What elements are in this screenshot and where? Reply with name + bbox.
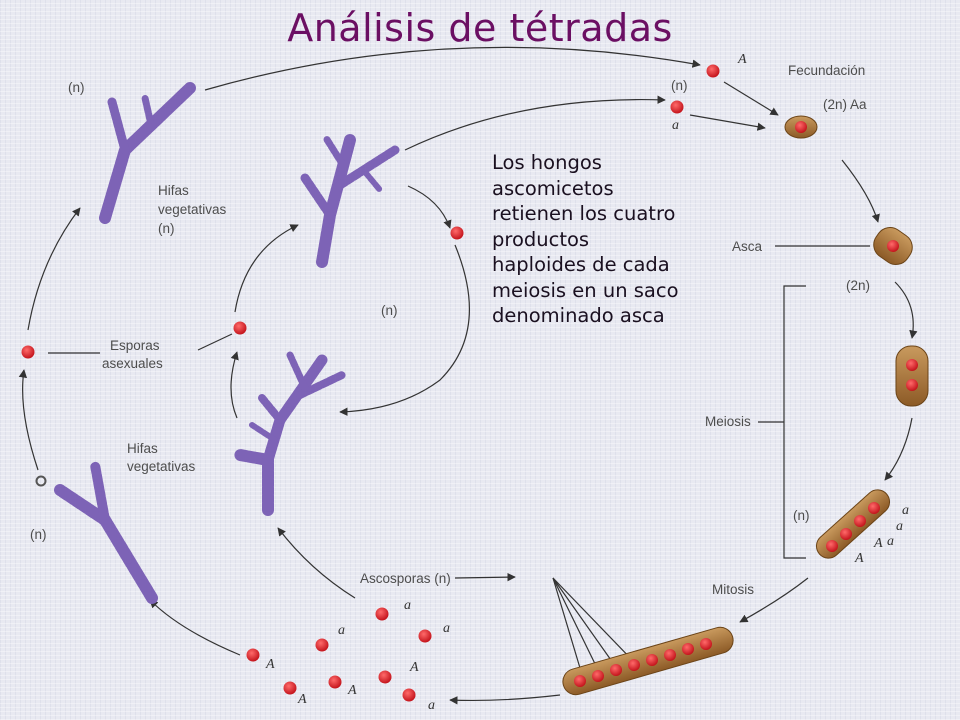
spore-dot xyxy=(450,226,464,240)
label-hifas-bottom: Hifas xyxy=(127,441,158,456)
zygote-ascus xyxy=(784,115,818,139)
spore-dot xyxy=(283,681,297,695)
arrow xyxy=(234,224,299,313)
description-line: meiosis en un saco xyxy=(492,278,679,302)
arrow xyxy=(230,351,239,419)
tetrad-ascus xyxy=(815,489,891,559)
label-n: (n) xyxy=(793,508,810,523)
label-n: (n) xyxy=(30,527,47,542)
description-text: Los hongos ascomicetos retienen los cuat… xyxy=(492,150,742,329)
allele-label: a xyxy=(896,519,903,534)
description-line: denominado asca xyxy=(492,304,665,327)
spores xyxy=(21,64,720,702)
arrows xyxy=(18,46,918,705)
meiosis-i-ascus xyxy=(895,345,929,407)
connector-lines xyxy=(48,245,870,679)
allele-label: a xyxy=(902,503,909,518)
allele-label: A xyxy=(347,683,357,698)
spore-dot xyxy=(670,100,684,114)
label-n: (n) xyxy=(381,303,398,318)
description-line: haploides de cada xyxy=(492,253,670,276)
arrow xyxy=(449,694,561,705)
label-2n: (2n) xyxy=(846,278,870,293)
label-n: (n) xyxy=(68,80,85,95)
spore-dot xyxy=(706,64,720,78)
allele-label: a xyxy=(672,118,679,133)
octad-ascus xyxy=(562,626,734,696)
spore-dot xyxy=(328,675,342,689)
description-line: productos xyxy=(492,227,590,251)
arrow xyxy=(454,572,516,582)
spore-dot xyxy=(233,321,247,335)
label-esporas: Esporas xyxy=(110,338,160,353)
label-ascosporas: Ascosporas (n) xyxy=(360,571,451,586)
spore-dot xyxy=(21,345,35,359)
spore-dot xyxy=(378,670,392,684)
label-fecundacion: Fecundación xyxy=(788,63,865,78)
allele-label: A xyxy=(737,52,747,67)
page-title: Análisis de tétradas xyxy=(287,6,673,50)
allele-label: A xyxy=(409,660,419,675)
label-mitosis: Mitosis xyxy=(712,582,754,597)
hypha-top-left xyxy=(99,82,196,224)
label-n: (n) xyxy=(671,78,688,93)
allele-label: A xyxy=(854,551,864,566)
spore-dot xyxy=(375,607,389,621)
allele-label: a xyxy=(443,621,450,636)
arrow xyxy=(149,599,241,656)
label-meiosis: Meiosis xyxy=(705,414,751,429)
label-hifas-top: vegetativas xyxy=(158,202,227,217)
hypha-bottom-left xyxy=(54,460,158,604)
spore-dot xyxy=(315,638,329,652)
label-esporas: asexuales xyxy=(102,356,163,371)
arrow xyxy=(723,81,779,116)
arrow xyxy=(884,417,913,481)
empty-spore-dot xyxy=(35,475,47,487)
spore-dot xyxy=(418,629,432,643)
allele-label: A xyxy=(265,657,275,672)
label-hifas-top: (n) xyxy=(158,221,175,236)
arrow xyxy=(407,185,452,229)
allele-label: a xyxy=(338,623,345,638)
arrow xyxy=(339,244,470,416)
arrow xyxy=(404,95,666,151)
allele-label: A xyxy=(297,692,307,707)
arrow xyxy=(841,159,880,223)
hypha-middle xyxy=(300,134,400,268)
young-ascus xyxy=(873,226,913,266)
arrow xyxy=(739,577,809,623)
spore-dot xyxy=(246,648,260,662)
label-diploid: (2n) Aa xyxy=(823,97,867,112)
allele-label: a xyxy=(887,534,894,549)
label-hifas-top: Hifas xyxy=(158,183,189,198)
arrow xyxy=(689,114,766,131)
label-asca: Asca xyxy=(732,239,763,254)
description-line: ascomicetos xyxy=(492,176,614,200)
arrow xyxy=(27,207,81,331)
spore-dot xyxy=(402,688,416,702)
arrow xyxy=(18,369,39,471)
allele-label: a xyxy=(428,698,435,713)
label-hifas-bottom: vegetativas xyxy=(127,459,196,474)
arrow xyxy=(894,281,918,339)
allele-label: A xyxy=(873,536,883,551)
arrow xyxy=(277,527,356,599)
arrow xyxy=(204,46,701,91)
description-line: Los hongos xyxy=(492,151,602,174)
allele-label: a xyxy=(404,598,411,613)
description-line: retienen los cuatro xyxy=(492,202,676,225)
hypha-bottom-middle xyxy=(234,351,346,516)
